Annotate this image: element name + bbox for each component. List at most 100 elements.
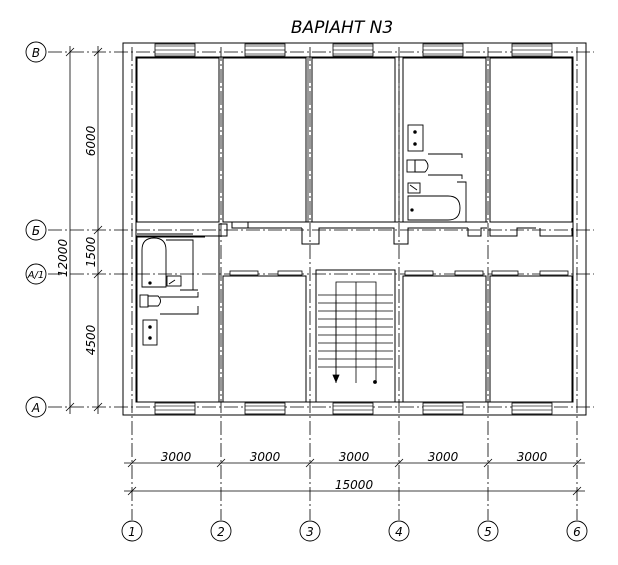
drain-icon: [148, 281, 152, 285]
corridor-walls: [137, 221, 573, 245]
dim-span-6000: 6000: [84, 125, 98, 156]
axis-label-6: 6: [573, 525, 581, 539]
window: [154, 402, 196, 415]
corridor-wall: [539, 228, 573, 237]
bath-partition: [166, 239, 194, 290]
tick: [93, 269, 103, 279]
tick: [394, 458, 404, 468]
room-bath-unit: [136, 235, 220, 403]
tick: [127, 458, 137, 468]
door: [229, 270, 259, 276]
room: [136, 57, 220, 223]
axis-label-1: 1: [128, 525, 136, 539]
tick: [127, 486, 137, 496]
window: [154, 43, 196, 57]
corridor-wall: [467, 227, 487, 237]
dim-bay-2: 3000: [250, 450, 281, 464]
axis-label-4: 4: [395, 525, 403, 539]
sink-icon: [407, 182, 421, 194]
top-partitions: [218, 58, 491, 222]
tick: [305, 458, 315, 468]
dim-span-4500: 4500: [84, 324, 98, 355]
toilet-partition: [428, 174, 463, 179]
axis-marker-v: [25, 41, 47, 63]
sink-icon-detail: [168, 279, 176, 285]
axis-marker-3: [299, 520, 321, 542]
window: [511, 402, 553, 415]
outer-wall-outer-edge: [122, 42, 587, 416]
drain-icon: [410, 208, 414, 212]
burner-icon: [148, 336, 152, 340]
bath-partition: [457, 181, 467, 222]
window: [332, 43, 374, 57]
room: [402, 275, 487, 403]
bottom-windows: [154, 402, 553, 415]
room: [311, 57, 396, 223]
toilet-tank-icon: [406, 159, 416, 173]
toilet-tank-icon: [139, 294, 149, 308]
axis-marker-2: [210, 520, 232, 542]
room: [489, 275, 573, 403]
dim-overall: 12000: [56, 239, 70, 278]
room: [222, 57, 307, 223]
axis-label-v: В: [32, 46, 40, 60]
axis-label-3: 3: [306, 525, 314, 539]
axis-marker-b: [25, 219, 47, 241]
axis-label-a: А: [31, 401, 40, 415]
toilet-partition: [160, 292, 199, 298]
door-leaves: [229, 270, 569, 276]
dim-total: 15000: [335, 478, 374, 492]
room: [489, 57, 573, 223]
window: [244, 402, 286, 415]
axis-marker-5: [477, 520, 499, 542]
axis-marker-a1: [25, 263, 47, 285]
left-dimensions: [65, 46, 103, 414]
left-dimension-labels: 6000 1500 4500 12000: [56, 125, 98, 355]
door: [404, 270, 434, 276]
outer-wall-inner-edge: [135, 56, 574, 403]
window: [332, 402, 374, 415]
sink-icon: [166, 275, 182, 287]
door: [539, 270, 569, 276]
dim-bay-3: 3000: [339, 450, 370, 464]
drawing-title: ВАРІАНТ N3: [291, 18, 393, 38]
dim-bay-5: 3000: [517, 450, 548, 464]
stairwell: [315, 269, 396, 403]
tick: [93, 47, 103, 57]
corridor-wall: [489, 227, 536, 237]
room: [402, 57, 487, 223]
door: [491, 270, 519, 276]
rooms-bottom-row: [136, 235, 573, 403]
axis-label-5: 5: [484, 525, 492, 539]
bottom-dimension-labels: 3000 3000 3000 3000 3000 15000: [161, 450, 548, 492]
rooms-top-row: [136, 57, 573, 223]
stair-arrow-icon: [332, 374, 340, 384]
bathtub-icon: [141, 237, 167, 288]
tick: [93, 225, 103, 235]
top-windows: [154, 43, 553, 57]
horizontal-axis-lines: [48, 51, 594, 408]
axis-label-a1: А/1: [27, 270, 45, 281]
axis-label-b: Б: [32, 224, 40, 238]
tick: [572, 486, 582, 496]
axis-marker-a: [25, 396, 47, 418]
dim-span-1500: 1500: [84, 236, 98, 267]
bottom-dimensions: [124, 458, 585, 496]
stove-icon: [407, 124, 424, 152]
window: [422, 43, 464, 57]
tick: [572, 458, 582, 468]
tick: [93, 402, 103, 412]
toilet-icon: [147, 295, 161, 307]
axis-label-2: 2: [217, 525, 225, 539]
stair-start-mark: [373, 380, 377, 384]
burner-icon: [413, 130, 417, 134]
window: [244, 43, 286, 57]
toilet-partition: [428, 153, 463, 158]
bathroom-right: [406, 124, 467, 222]
bathroom-left: [139, 237, 199, 346]
tick: [65, 47, 75, 57]
door: [454, 270, 484, 276]
axis-marker-6: [566, 520, 588, 542]
